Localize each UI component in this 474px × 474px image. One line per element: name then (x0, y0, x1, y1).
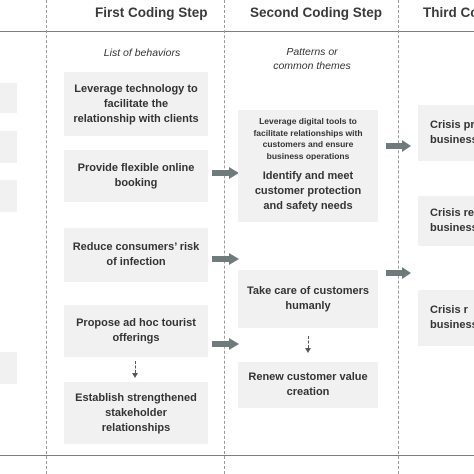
subtitle-line: common themes (273, 60, 351, 72)
theme-line: Leverage digital tools to (259, 116, 357, 126)
left-partial-box-2 (0, 131, 17, 163)
crisis-line: Crisis re (430, 207, 474, 219)
theme-line: customers and ensure (262, 139, 354, 149)
first-step-header: First Coding Step (95, 5, 208, 20)
behavior-box-1: Leverage technology to facilitate the re… (64, 72, 208, 136)
crisis-line: business (430, 319, 474, 331)
second-step-header: Second Coding Step (250, 5, 383, 20)
behavior-line: Propose ad hoc tourist (76, 317, 196, 329)
dashed-arrowhead (132, 373, 138, 378)
theme-line: creation (286, 386, 330, 398)
behavior-box-4: Propose ad hoc tourist offerings (64, 305, 208, 357)
theme-box-1: Leverage digital tools to facilitate rel… (238, 110, 378, 168)
crisis-box-1: Crisis pr business (418, 105, 474, 161)
behavior-box-5: Establish strengthened stakeholder relat… (64, 382, 208, 444)
third-step-header: Third Co (423, 5, 474, 20)
column-divider-2 (224, 0, 225, 474)
arrow-right (386, 140, 411, 152)
theme-line: Identify and meet (262, 169, 354, 182)
theme-line: humanly (285, 300, 331, 312)
first-step-subtitle: List of behaviors (62, 46, 222, 60)
crisis-line: Crisis r (430, 304, 468, 316)
behavior-line: relationships (101, 421, 171, 434)
behavior-line: stakeholder (105, 406, 167, 419)
behavior-line: offerings (112, 332, 160, 344)
top-rule (0, 31, 474, 32)
left-partial-box-1 (0, 83, 17, 113)
subtitle-line: Patterns or (286, 46, 338, 58)
theme-line: and safety needs (263, 199, 353, 212)
arrow-right (212, 338, 239, 350)
behavior-line: facilitate the (103, 97, 169, 110)
column-divider-1 (46, 0, 47, 474)
theme-line: facilitate relationships with (253, 127, 363, 138)
theme-line: customer protection (254, 184, 362, 197)
crisis-line: business (430, 134, 474, 146)
left-partial-box-3 (0, 180, 17, 212)
crisis-box-3: Crisis r business (418, 290, 474, 346)
dashed-connector (308, 336, 309, 348)
crisis-line: business (430, 222, 474, 234)
theme-line: Take care of customers (246, 285, 370, 297)
behavior-line: of infection (106, 256, 166, 268)
behavior-box-3: Reduce consumers’ risk of infection (64, 228, 208, 282)
behavior-box-2: Provide flexible online booking (64, 150, 208, 202)
behavior-line: Provide flexible online (77, 162, 195, 174)
behavior-line: Leverage technology to (74, 82, 198, 95)
arrow-right (386, 267, 411, 279)
arrow-right (212, 253, 239, 265)
second-step-subtitle: Patterns or common themes (232, 45, 392, 73)
subtitle-line: List of behaviors (103, 47, 181, 59)
crisis-line: Crisis pr (430, 119, 474, 131)
column-divider-3 (398, 0, 399, 474)
arrow-right (212, 167, 239, 179)
behavior-line: Establish strengthened (75, 391, 197, 404)
theme-box-4: Renew customer value creation (238, 362, 378, 408)
crisis-box-2: Crisis re business (418, 196, 474, 246)
theme-box-3: Take care of customers humanly (238, 270, 378, 328)
theme-line: Renew customer value (248, 371, 368, 383)
behavior-line: Reduce consumers’ risk (72, 241, 200, 253)
dashed-connector (135, 361, 136, 373)
behavior-line: relationship with clients (73, 112, 199, 125)
dashed-arrowhead (305, 348, 311, 353)
left-partial-box-4 (0, 352, 17, 384)
theme-line: business operations (266, 150, 350, 161)
theme-box-2: Identify and meet customer protection an… (238, 160, 378, 222)
behavior-line: booking (114, 177, 158, 189)
bottom-rule (0, 455, 474, 456)
